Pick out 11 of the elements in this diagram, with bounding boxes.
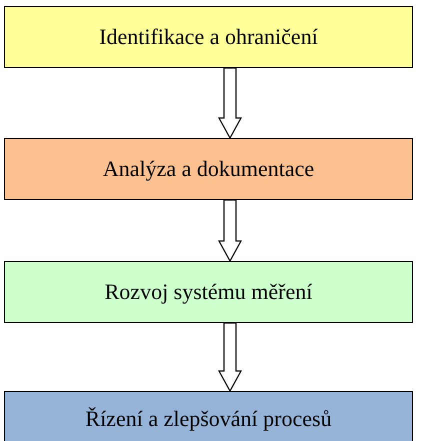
process-box: [4, 6, 413, 68]
process-label: Rozvoj systému měření: [104, 279, 312, 305]
hollow-arrow: [218, 322, 242, 392]
process-label: Identifikace a ohraničení: [99, 24, 318, 50]
hollow-arrow: [218, 199, 242, 262]
process-box: [4, 138, 413, 200]
process-label: Analýza a dokumentace: [102, 156, 314, 182]
process-box: [4, 391, 413, 441]
process-label: Řízení a zlepšování procesů: [85, 406, 332, 432]
process-box: [4, 261, 413, 323]
hollow-arrow: [218, 67, 242, 140]
